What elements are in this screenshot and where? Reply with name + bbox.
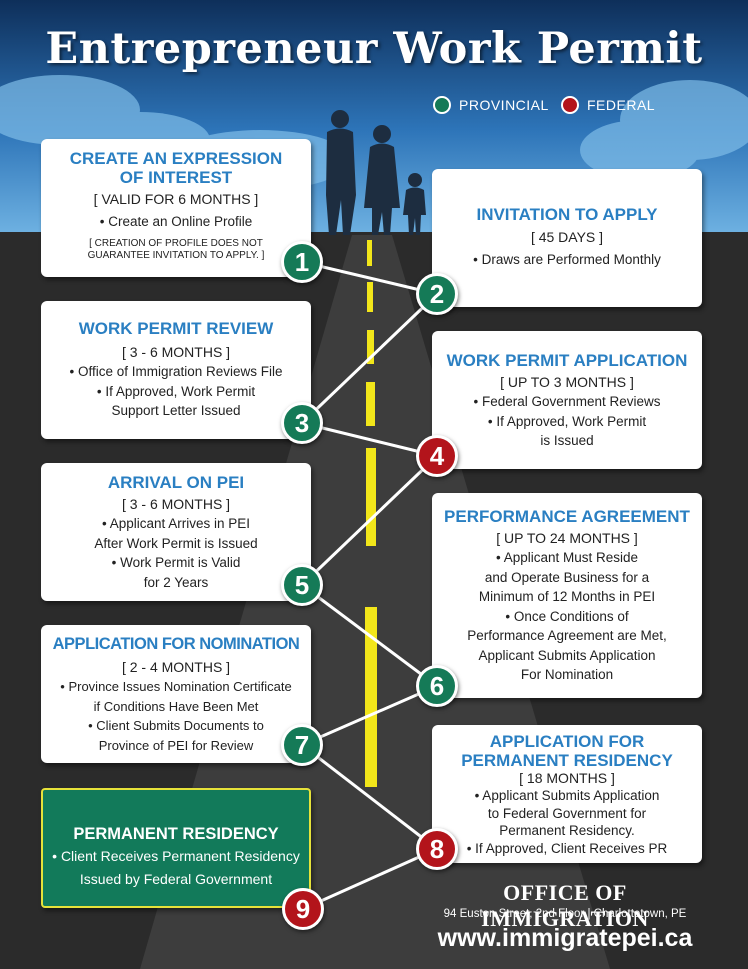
step-8-badge: 8 <box>416 828 458 870</box>
step-6-badge: 6 <box>416 665 458 707</box>
card-bullet: is Issued <box>540 433 594 448</box>
card-bullet: Applicant Submits Application <box>478 647 656 663</box>
card-bullet: Performance Agreement are Met, <box>467 628 667 643</box>
card-bullet: • Client Receives Permanent Residency <box>52 848 300 864</box>
card-bullet: • Once Conditions of <box>505 608 629 624</box>
card-bullet: For Nomination <box>520 667 614 682</box>
step-9-badge: 9 <box>282 888 324 930</box>
page-title: Entrepreneur Work Permit <box>45 24 703 74</box>
card-bullet: • Province Issues Nomination Certificate <box>60 679 292 694</box>
federal-dot <box>561 96 579 114</box>
card-bullet: • Draws are Performed Monthly <box>473 252 661 267</box>
card-bullet: and Operate Business for a <box>484 569 650 585</box>
card-bullet: for 2 Years <box>143 574 209 590</box>
card-bullet: • Applicant Arrives in PEI <box>101 516 251 531</box>
connector-lines <box>300 260 439 911</box>
step-1-badge: 1 <box>281 241 323 283</box>
lane-markings <box>365 240 377 787</box>
legend-provincial-label: PROVINCIAL <box>459 97 549 113</box>
card-arrival-on-pei: ARRIVAL ON PEI [ 3 - 6 MONTHS ] • Applic… <box>41 463 311 601</box>
card-duration: [ 45 DAYS ] <box>530 229 604 245</box>
step-3-badge: 3 <box>281 402 323 444</box>
office-name: OFFICE OF IMMIGRATION <box>481 880 649 931</box>
card-bullet: • Client Submits Documents to <box>88 718 264 733</box>
card-bullet: Permanent Residency. <box>499 823 635 838</box>
card-bullet: • Office of Immigration Reviews File <box>69 364 283 379</box>
card-duration: [ VALID FOR 6 MONTHS ] <box>93 191 259 207</box>
card-bullet: Support Letter Issued <box>111 403 241 418</box>
card-performance-agreement: PERFORMANCE AGREEMENT [ UP TO 24 MONTHS … <box>432 493 702 698</box>
card-heading: ARRIVAL ON PEI <box>107 473 245 492</box>
card-work-permit-application: WORK PERMIT APPLICATION [ UP TO 3 MONTHS… <box>432 331 702 469</box>
card-duration: [ 2 - 4 MONTHS ] <box>121 659 231 675</box>
family-silhouette <box>326 110 426 235</box>
card-bullet: Issued by Federal Government <box>79 871 273 887</box>
step-4-badge: 4 <box>416 435 458 477</box>
card-bullet: • Create an Online Profile <box>99 214 253 229</box>
card-duration: [ UP TO 3 MONTHS ] <box>500 374 634 390</box>
card-bullet: Minimum of 12 Months in PEI <box>478 589 656 604</box>
card-bullet: • If Approved, Client Receives PR <box>466 840 668 856</box>
card-bullet: • Work Permit is Valid <box>111 555 241 570</box>
card-heading: PERMANENT RESIDENCY <box>73 825 279 843</box>
provincial-dot <box>433 96 451 114</box>
card-heading: WORK PERMIT REVIEW <box>78 319 274 338</box>
card-duration: [ 18 MONTHS ] <box>519 770 615 786</box>
office-address: 94 Euston Street, 2nd Floor | Charlottet… <box>443 908 687 920</box>
card-bullet: • Federal Government Reviews <box>473 394 661 409</box>
legend-federal-label: FEDERAL <box>587 97 656 113</box>
card-bullet: Province of PEI for Review <box>98 737 254 753</box>
step-2-badge: 2 <box>416 273 458 315</box>
card-bullet: • If Approved, Work Permit <box>487 413 647 429</box>
website-link[interactable]: www.immigratepei.ca <box>437 924 693 952</box>
card-application-for-nomination: APPLICATION FOR NOMINATION [ 2 - 4 MONTH… <box>41 625 311 763</box>
card-heading: INVITATION TO APPLY <box>476 205 658 224</box>
card-duration: [ UP TO 24 MONTHS ] <box>496 530 638 546</box>
card-heading: CREATE AN EXPRESSION OF INTEREST <box>69 149 283 187</box>
legend-provincial: PROVINCIAL <box>433 96 549 114</box>
card-permanent-residency: PERMANENT RESIDENCY • Client Receives Pe… <box>41 788 311 908</box>
card-bullet: • Applicant Submits Application <box>474 788 660 803</box>
card-application-for-permanent-residency: APPLICATION FOR PERMANENT RESIDENCY [ 18… <box>432 725 702 863</box>
card-work-permit-review: WORK PERMIT REVIEW [ 3 - 6 MONTHS ] • Of… <box>41 301 311 439</box>
legend-federal: FEDERAL <box>561 96 655 114</box>
step-7-badge: 7 <box>281 724 323 766</box>
card-bullet: to Federal Government for <box>487 805 647 821</box>
card-expression-of-interest: CREATE AN EXPRESSION OF INTEREST [ VALID… <box>41 139 311 277</box>
card-bullet: • Applicant Must Reside <box>495 550 639 565</box>
card-duration: [ 3 - 6 MONTHS ] <box>121 344 231 360</box>
card-bullet: After Work Permit is Issued <box>94 535 258 551</box>
card-heading: WORK PERMIT APPLICATION <box>446 351 688 370</box>
card-note: [ CREATION OF PROFILE DOES NOT GUARANTEE… <box>87 237 265 261</box>
card-bullet: • If Approved, Work Permit <box>96 383 256 399</box>
card-heading: PERFORMANCE AGREEMENT <box>444 507 690 526</box>
card-invitation-to-apply: INVITATION TO APPLY [ 45 DAYS ] • Draws … <box>432 169 702 307</box>
card-heading: APPLICATION FOR NOMINATION <box>52 635 300 653</box>
card-duration: [ 3 - 6 MONTHS ] <box>121 496 231 512</box>
card-bullet: if Conditions Have Been Met <box>93 698 259 714</box>
step-5-badge: 5 <box>281 564 323 606</box>
card-heading: APPLICATION FOR PERMANENT RESIDENCY <box>461 732 673 770</box>
